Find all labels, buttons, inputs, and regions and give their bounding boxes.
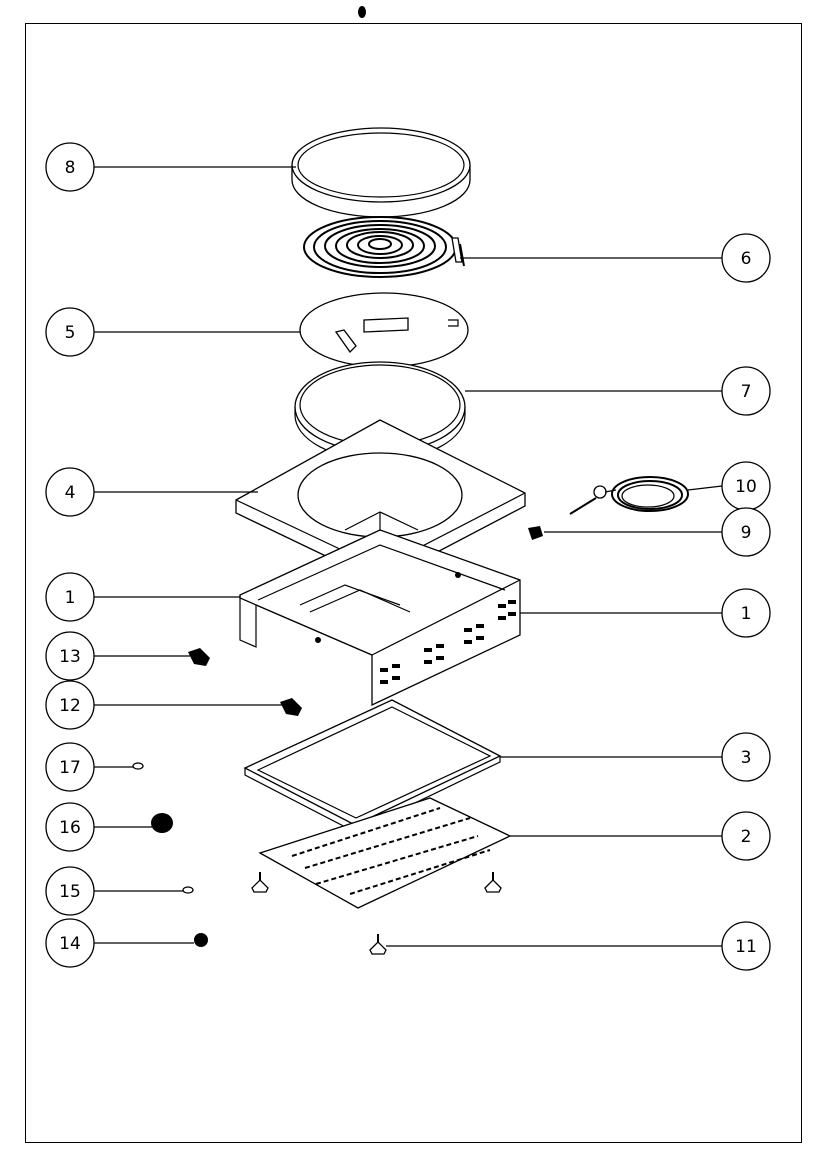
part-16-knob [151, 813, 173, 833]
callout-2: 2 [721, 811, 771, 861]
part-8-top-plate [291, 127, 471, 218]
part-11-foot [251, 872, 269, 893]
callout-9-label: 9 [741, 523, 752, 543]
callout-13-label: 13 [59, 647, 81, 667]
part-12-clip [280, 698, 302, 716]
callout-13: 13 [45, 631, 95, 681]
part-9-nut [528, 526, 543, 540]
callout-8-label: 8 [65, 158, 76, 178]
callout-11: 11 [721, 921, 771, 971]
callout-3-label: 3 [741, 748, 752, 768]
part-10-temperature-probe [569, 476, 689, 515]
callout-7-label: 7 [741, 382, 752, 402]
part-6-spiral-heating-element [303, 216, 465, 278]
callout-17-label: 17 [59, 758, 81, 778]
callout-3: 3 [721, 732, 771, 782]
callout-16: 16 [45, 802, 95, 852]
callout-4: 4 [45, 467, 95, 517]
part-11-foot [369, 934, 387, 955]
callout-10-label: 10 [735, 477, 757, 497]
callout-9: 9 [721, 507, 771, 557]
callout-1-left-label: 1 [65, 588, 76, 608]
callout-2-label: 2 [741, 827, 752, 847]
callout-10: 10 [721, 461, 771, 511]
registration-mark [358, 6, 366, 18]
leader-lines [94, 166, 723, 947]
callout-1-right-label: 1 [741, 604, 752, 624]
callout-11-label: 11 [735, 937, 757, 957]
callout-15-label: 15 [59, 882, 81, 902]
part-15-screw [182, 886, 194, 894]
callout-17: 17 [45, 742, 95, 792]
callout-5-label: 5 [65, 323, 76, 343]
part-14-nut [194, 933, 208, 947]
part-17-screw [132, 762, 144, 770]
callout-5: 5 [45, 307, 95, 357]
callout-6-label: 6 [741, 249, 752, 269]
callout-14: 14 [45, 918, 95, 968]
callout-1-right: 1 [721, 588, 771, 638]
part-3-drip-tray [243, 699, 502, 833]
callout-1-left: 1 [45, 572, 95, 622]
part-5-support-disc [299, 292, 469, 368]
callout-7: 7 [721, 366, 771, 416]
part-13-clip [188, 648, 210, 666]
callout-4-label: 4 [65, 483, 76, 503]
callout-16-label: 16 [59, 818, 81, 838]
part-1-housing [239, 529, 521, 707]
callout-12-label: 12 [59, 696, 81, 716]
part-11-foot [484, 872, 502, 893]
callout-6: 6 [721, 233, 771, 283]
callout-12: 12 [45, 680, 95, 730]
callout-15: 15 [45, 866, 95, 916]
part-2-bottom-plate [258, 797, 512, 909]
callout-8: 8 [45, 142, 95, 192]
drawing-border [25, 23, 802, 1143]
callout-14-label: 14 [59, 934, 81, 954]
part-4-top-frame [235, 419, 526, 583]
